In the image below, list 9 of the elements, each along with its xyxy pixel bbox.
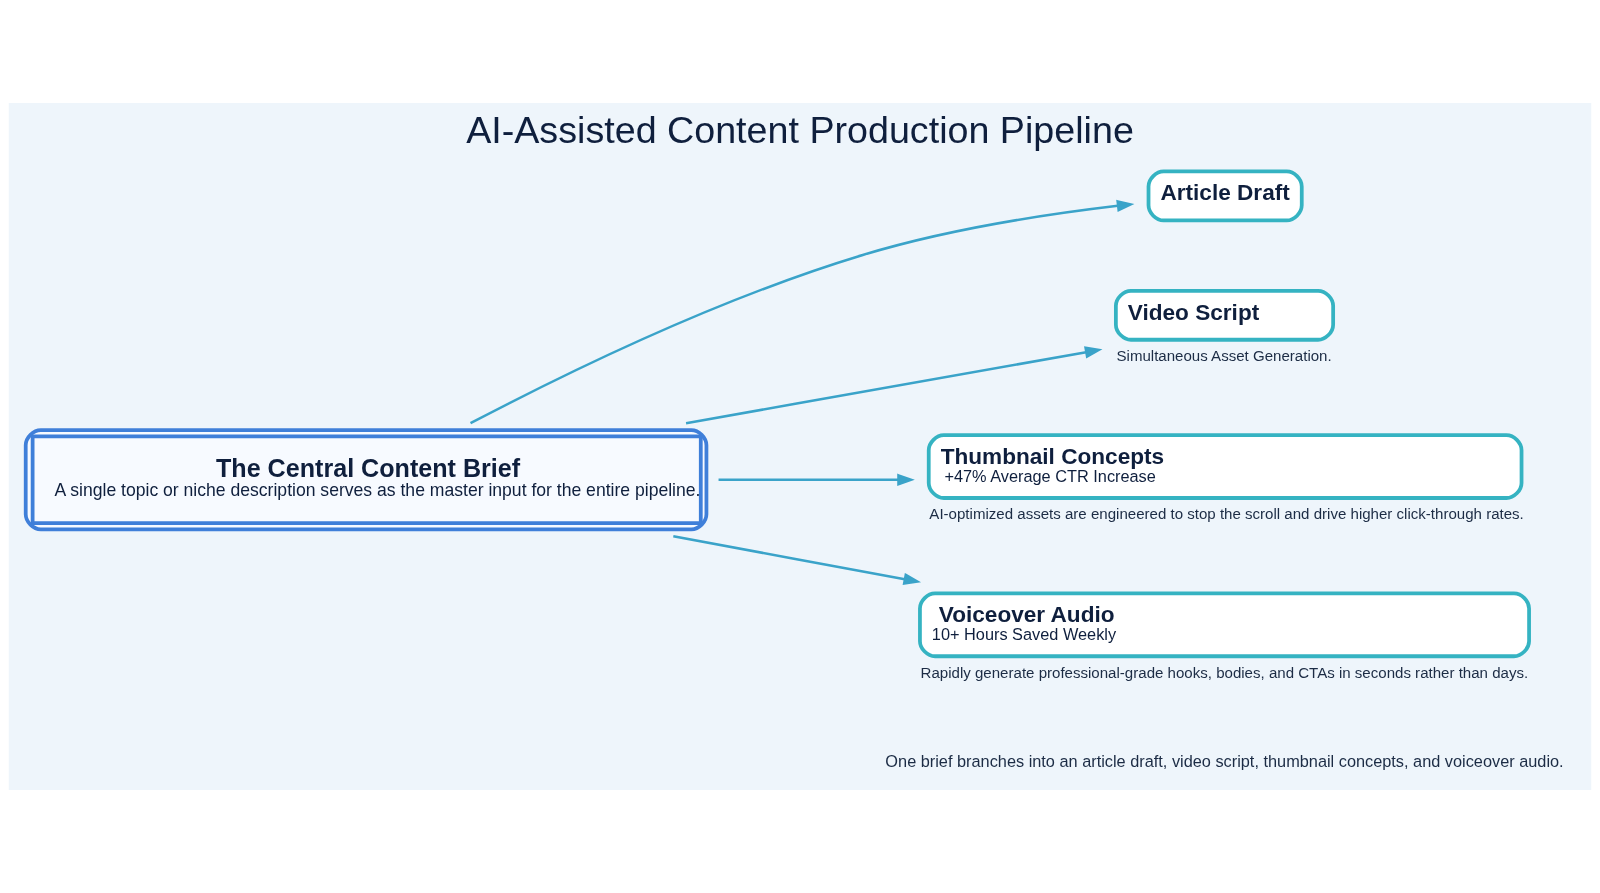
diagram-title: AI-Assisted Content Production Pipeline: [466, 109, 1134, 152]
arrow: [718, 473, 915, 486]
node-label: Simultaneous Asset Generation.: [1116, 347, 1332, 365]
node-label: Rapidly generate professional-grade hooks, bodies, and CTAs in seconds rather than days.: [920, 663, 1529, 681]
arrow: [673, 535, 922, 586]
arrow: [469, 199, 1135, 425]
label: One brief branches into an article draft, video script, thumbnail concepts, and voiceover audio.: [885, 751, 1564, 770]
arrow: [685, 346, 1103, 425]
node-label: AI-optimized assets are engineered to stop the scroll and drive higher click-through rates.: [929, 505, 1524, 523]
